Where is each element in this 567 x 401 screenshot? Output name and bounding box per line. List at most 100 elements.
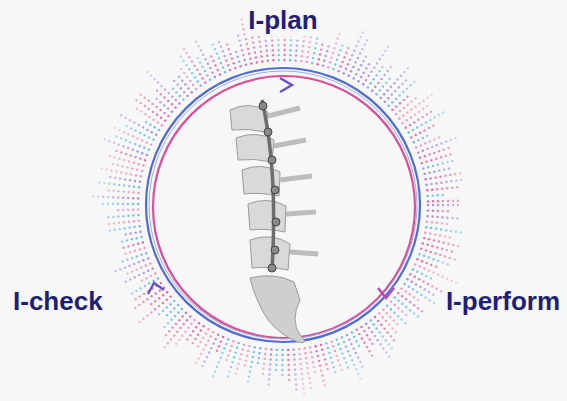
ray-dot [366,346,368,348]
ray-dot [417,139,419,141]
ray-dot [352,347,354,349]
ray-dot [449,174,451,176]
ray-dot [418,253,420,255]
ray-dot [220,62,222,64]
ray-dot [343,357,345,359]
ray-dot [148,282,150,284]
ray-dot [228,370,230,372]
ray-dot [398,94,400,96]
ray-dot [446,217,448,219]
ray-dot [315,42,317,44]
ray-dot [125,281,127,283]
ray-dot [218,345,220,347]
ray-dot [275,369,277,371]
ray-dot [146,298,148,300]
ray-dot [338,33,340,35]
ray-dot [146,154,148,156]
ray-dot [405,314,407,316]
ray-dot [418,111,420,113]
ray-dot [406,119,408,121]
ray-dot [205,344,207,346]
ray-dot [183,91,185,93]
ray-dot [338,70,340,72]
ray-dot [156,90,158,92]
ray-dot [134,231,136,233]
ray-dot [112,190,114,192]
ray-dot [330,340,332,342]
ray-dot [170,311,172,313]
ray-dot [192,84,194,86]
ray-dot [124,117,126,119]
ray-dot [236,347,238,349]
ray-dot [134,143,136,145]
ray-dot [277,44,279,46]
ray-dot [431,189,433,191]
ray-dot [378,312,380,314]
ray-dot [196,57,198,59]
ray-dot [145,252,147,254]
ray-dot [130,127,132,129]
ray-dot [420,144,422,146]
ray-dot [118,158,120,160]
ray-dot [176,83,178,85]
ray-dot [204,58,206,60]
ray-dot [283,49,285,51]
ray-dot [129,119,131,121]
ray-dot [133,220,135,222]
ray-dot [244,59,246,61]
ray-dot [137,243,139,245]
ray-dot [306,56,308,58]
ray-dot [442,194,444,196]
ray-dot [307,51,309,53]
ray-dot [321,349,323,351]
ray-dot [326,50,328,52]
ray-dot [130,173,132,175]
ray-dot [330,57,332,59]
ray-dot [249,57,251,59]
ray-dot [266,55,268,57]
ray-dot [450,139,452,141]
ray-dot [320,369,322,371]
ray-dot [434,252,436,254]
ray-dot [108,223,110,225]
ray-dot [218,361,220,363]
ray-dot [115,170,117,172]
ray-dot [181,80,183,82]
ray-dot [310,387,312,389]
ray-dot [265,45,267,47]
ray-dot [384,101,386,103]
ray-dot [336,338,338,340]
ray-dot [144,113,146,115]
ray-dot [170,319,172,321]
ray-dot [317,355,319,357]
ray-dot [359,52,361,54]
ray-dot [160,93,162,95]
ray-dot [138,225,140,227]
ray-dot [248,376,250,378]
ray-dot [409,293,411,295]
ray-dot [402,91,404,93]
ray-dot [343,56,345,58]
ray-dot [358,333,360,335]
ray-dot [204,70,206,72]
ray-dot [368,63,370,65]
ray-dot [399,110,401,112]
ray-dot [419,157,421,159]
ray-dot [128,160,130,162]
spinal-rod [262,100,274,270]
ray-dot [403,71,405,73]
ray-dot [185,52,187,54]
ray-dot [391,109,393,111]
ray-dot [409,309,411,311]
ray-dot [195,41,197,43]
ray-dot [417,119,419,121]
ray-dot [137,192,139,194]
ray-dot [113,142,115,144]
ray-dot [454,137,456,139]
ray-dot [387,97,389,99]
ray-dot [294,373,296,375]
ray-dot [377,82,379,84]
ray-dot [421,162,423,164]
ray-dot [123,221,125,223]
ray-dot [432,165,434,167]
